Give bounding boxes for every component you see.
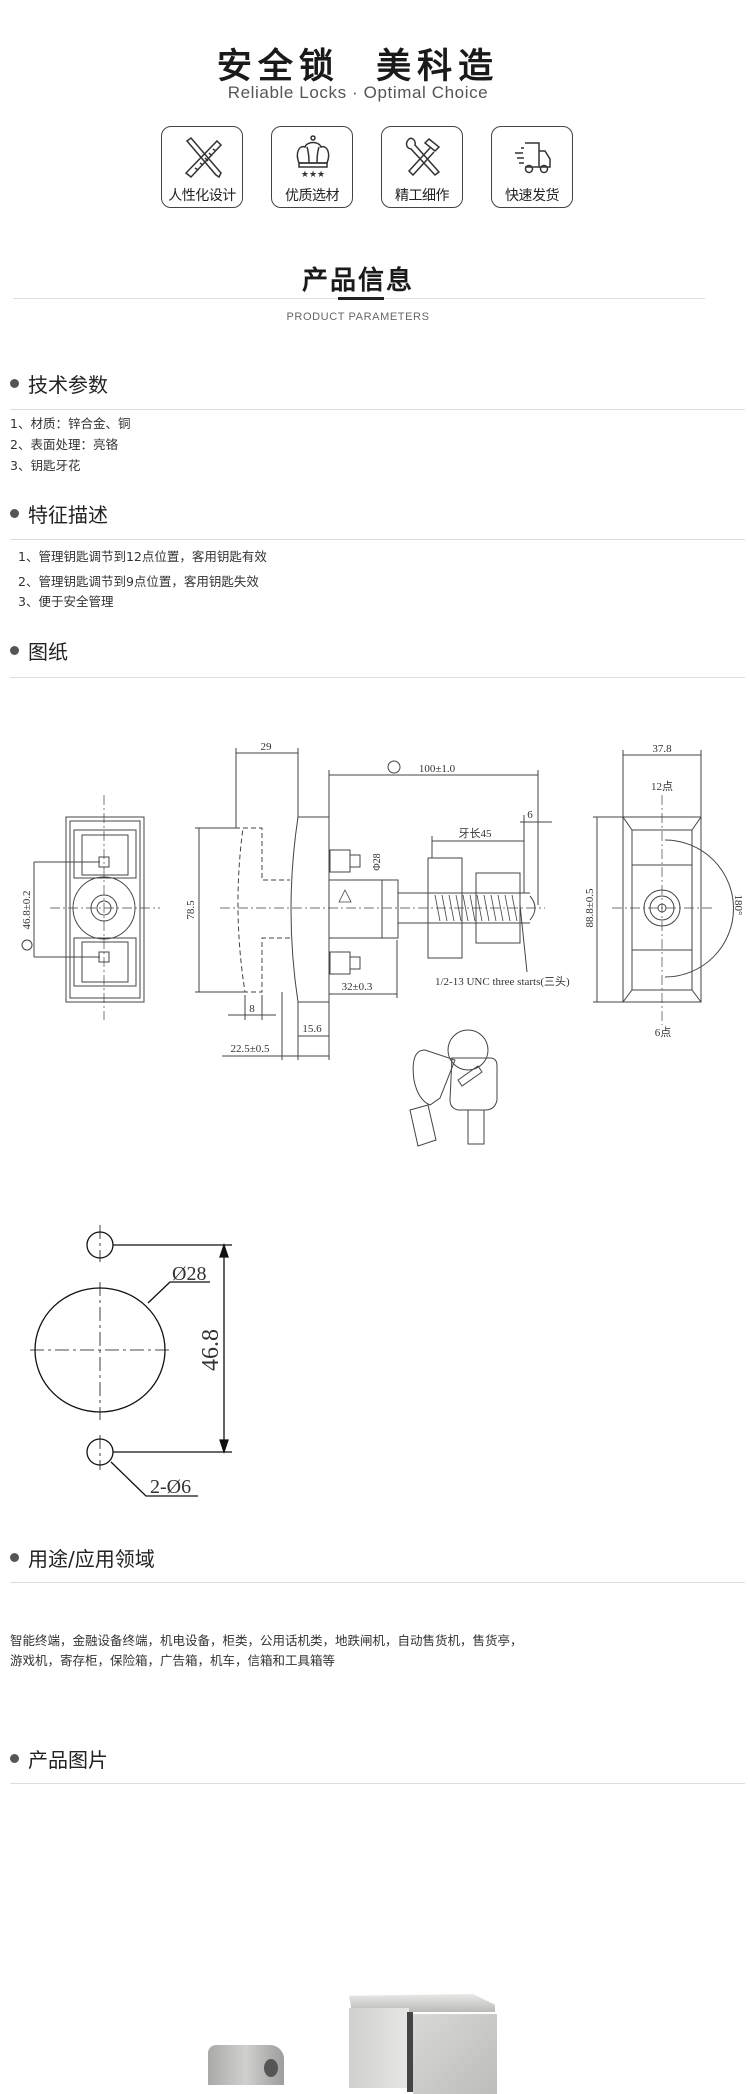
dim-label: 88.8±0.5 [584, 888, 596, 928]
list-item: 1、管理钥匙调节到12点位置，客用钥匙有效 [18, 549, 267, 564]
heading-text: 用途/应用领域 [28, 1546, 155, 1571]
dim-label: 37.8 [652, 743, 672, 755]
bullet-icon [10, 508, 19, 518]
usage-text-line: 游戏机，寄存柜，保险箱，广告箱，机车，信箱和工具箱等 [10, 1653, 336, 1668]
lock-face [413, 2014, 497, 2094]
truck-icon [515, 142, 551, 174]
bullet-icon [10, 378, 19, 388]
feature-design: 人性化设计 [161, 126, 243, 208]
position-label: 6点 [655, 1026, 672, 1039]
bullet-icon [10, 645, 19, 655]
thread-label: 1/2-13 UNC three starts(三头) [435, 975, 570, 988]
rear-view: 180° 37.8 12点 6点 88.8±0.5 [584, 743, 744, 1039]
lock-gap [407, 2012, 413, 2092]
list-item: 3、钥匙牙花 [10, 458, 81, 473]
divider [10, 1582, 745, 1583]
bullet-icon [10, 1552, 19, 1562]
brand-title: 安全锁 美科造 [216, 47, 500, 87]
feature-material: ★★★ 优质选材 [271, 126, 353, 208]
lock-side [349, 2008, 409, 2088]
dim-label: 22.5±0.5 [230, 1043, 270, 1055]
lock-top [349, 1994, 495, 2012]
dim-label: 6 [527, 809, 533, 821]
dim-label: 牙长45 [459, 827, 492, 840]
divider [10, 409, 745, 410]
keys-drawing [409, 1029, 498, 1147]
technical-drawing: 46.8±0.2 29 100±1.0 6 牙长45 Φ28 78.5 32±0… [21, 741, 744, 1147]
heading-text: 技术参数 [28, 372, 108, 397]
front-view: 46.8±0.2 [21, 795, 160, 1020]
dim-label: Ø28 [172, 1263, 206, 1285]
list-item: 3、便于安全管理 [18, 594, 114, 609]
product-info-title: 产品信息 [301, 266, 414, 296]
divider [10, 677, 745, 678]
section-heading-photos: 产品图片 [10, 1744, 108, 1772]
section-heading-features: 特征描述 [10, 499, 108, 527]
product-photo [349, 1994, 499, 2094]
usage-text-line: 智能终端，金融设备终端，机电设备，柜类，公用话机类，地跌闸机，自动售货机，售货亭… [10, 1633, 523, 1648]
svg-text:★★★: ★★★ [301, 169, 325, 179]
section-heading-tech: 技术参数 [10, 369, 108, 397]
position-label: 12点 [651, 780, 673, 793]
heading-text: 图纸 [28, 639, 68, 664]
feature-label: 快速发货 [505, 188, 560, 204]
bullet-icon [10, 1753, 19, 1763]
dim-label: 8 [249, 1003, 255, 1015]
divider [10, 1783, 745, 1784]
brand-subtitle: Reliable Locks · Optimal Choice [227, 83, 489, 102]
dim-label: 78.5 [185, 900, 197, 920]
title-underline [338, 297, 384, 300]
section-heading-usage: 用途/应用领域 [10, 1543, 155, 1571]
feature-label: 精工细作 [395, 188, 450, 204]
side-view: 29 100±1.0 6 牙长45 Φ28 78.5 32±0.3 8 15.6… [185, 741, 570, 1060]
keyhole [264, 2059, 278, 2077]
heading-text: 特征描述 [28, 502, 108, 527]
pencil-ruler-icon [184, 136, 223, 179]
feature-craft: 精工细作 [381, 126, 463, 208]
wrench-hammer-icon [405, 137, 441, 177]
crown-icon: ★★★ [296, 135, 330, 179]
panel-cutout-drawing: 46.8 Ø28 2-Ø6 [30, 1225, 232, 1498]
dim-label: 180° [732, 895, 744, 916]
feature-label: 优质选材 [285, 188, 340, 204]
dim-label: Φ28 [372, 853, 383, 870]
product-photo-cylinder [208, 2045, 284, 2085]
list-item: 1、材质：锌合金、铜 [10, 416, 131, 431]
dim-label: 46.8 [198, 1329, 224, 1371]
product-info-subtitle: PRODUCT PARAMETERS [286, 311, 430, 323]
dim-label: 100±1.0 [419, 763, 456, 775]
feature-label: 人性化设计 [168, 188, 236, 204]
list-item: 2、管理钥匙调节到9点位置，客用钥匙失效 [18, 574, 259, 589]
divider [10, 539, 745, 540]
section-heading-drawing: 图纸 [10, 636, 68, 664]
heading-text: 产品图片 [28, 1747, 108, 1772]
dim-label: 32±0.3 [342, 981, 373, 993]
list-item: 2、表面处理：亮铬 [10, 437, 118, 452]
dim-label: 46.8±0.2 [21, 890, 33, 929]
feature-shipping: 快速发货 [491, 126, 573, 208]
dim-label: 15.6 [302, 1023, 322, 1035]
dim-label: 2-Ø6 [150, 1476, 191, 1498]
dim-label: 29 [261, 741, 273, 753]
